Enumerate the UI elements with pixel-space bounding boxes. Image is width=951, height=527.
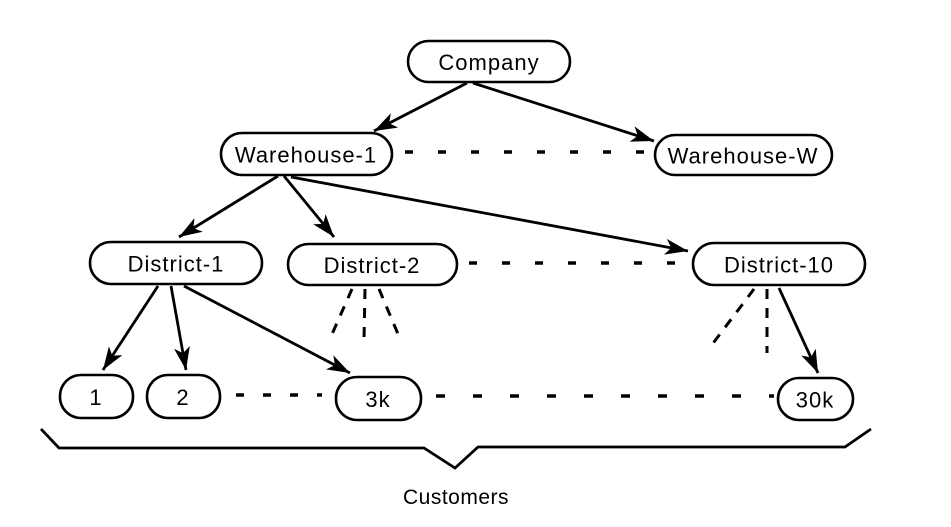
node-district-1-label: District-1 — [128, 252, 225, 277]
edge-company-warehousew — [472, 81, 655, 143]
node-customer-30k-label: 30k — [796, 388, 834, 413]
fan-district2-right — [377, 288, 400, 335]
nodes: Company Warehouse-1 Warehouse-W District… — [58, 39, 867, 422]
customers-brace — [39, 427, 872, 470]
node-customer-3k: 3k — [334, 375, 423, 422]
node-district-10-label: District-10 — [724, 253, 834, 278]
node-customer-1-label: 1 — [89, 385, 102, 410]
node-customer-1: 1 — [58, 373, 135, 420]
node-customer-2: 2 — [145, 373, 222, 420]
customers-brace-label: Customers — [403, 486, 509, 509]
node-district-10: District-10 — [691, 241, 867, 287]
edge-company-warehouse1 — [373, 81, 468, 133]
edges — [101, 81, 820, 375]
node-customer-3k-shape — [334, 375, 423, 422]
node-customer-2-shape — [145, 373, 222, 420]
node-district-2: District-2 — [286, 242, 459, 287]
node-company-label: Company — [438, 50, 539, 75]
node-customer-1-shape — [58, 373, 135, 420]
edge-district10-customer30k — [777, 287, 820, 374]
node-warehouse-1: Warehouse-1 — [219, 131, 394, 177]
node-district-1: District-1 — [88, 240, 264, 286]
node-warehouse-w: Warehouse-W — [653, 133, 834, 177]
ellipsis-connectors — [236, 150, 774, 398]
node-customer-30k: 30k — [776, 376, 855, 422]
edge-district1-customer3k — [183, 284, 351, 375]
fanout-hints — [327, 288, 769, 353]
node-district-10-shape — [691, 241, 867, 287]
node-warehouse-w-label: Warehouse-W — [668, 144, 819, 169]
edge-warehouse1-district1 — [178, 174, 279, 239]
node-warehouse-1-label: Warehouse-1 — [235, 143, 377, 168]
edge-district1-customer2 — [169, 285, 190, 371]
node-company: Company — [406, 39, 572, 84]
edge-district1-customer1 — [101, 285, 160, 371]
node-warehouse-1-shape — [219, 131, 394, 177]
node-district-2-shape — [286, 242, 459, 287]
edge-warehouse1-district2 — [282, 175, 336, 238]
node-warehouse-w-shape — [653, 133, 834, 177]
fan-district10-left — [709, 288, 756, 347]
node-district-2-label: District-2 — [324, 253, 421, 278]
node-customer-3k-label: 3k — [365, 387, 390, 412]
node-company-shape — [406, 39, 572, 84]
node-customer-2-label: 2 — [176, 385, 189, 410]
edge-warehouse1-district10 — [290, 175, 689, 255]
fan-district2-left — [327, 288, 354, 342]
fan-district2-middle — [362, 288, 367, 341]
node-district-1-shape — [88, 240, 264, 286]
node-customer-30k-shape — [776, 376, 855, 422]
